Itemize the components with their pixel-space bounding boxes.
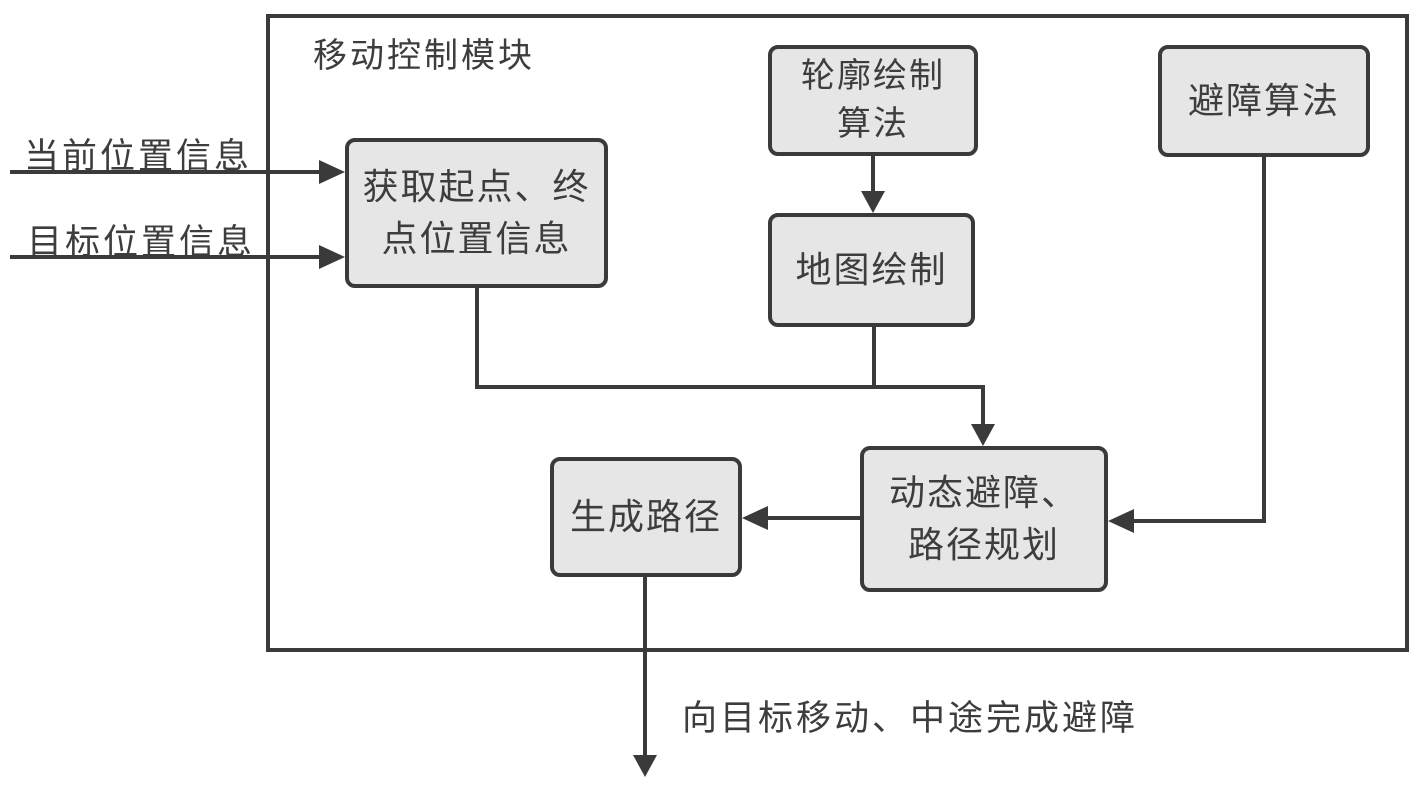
- node-generate-path: 生成路径: [550, 457, 742, 577]
- node-map-drawing: 地图绘制: [768, 213, 975, 327]
- arrowhead-obstacle-to-avoidance-icon: [1108, 509, 1134, 533]
- arrowhead-output-icon: [633, 755, 657, 777]
- node-obstacle-algorithm: 避障算法: [1158, 45, 1370, 157]
- connector-avoidance-to-path-line: [766, 516, 860, 520]
- module-frame: [266, 14, 1409, 652]
- node-contour-algorithm: 轮廓绘制 算法: [768, 45, 978, 156]
- arrowhead-target-position-icon: [319, 245, 345, 269]
- connector-contour-to-map-line: [871, 156, 875, 194]
- connector-map-down-line: [872, 327, 876, 389]
- connector-obstacle-down-line: [1262, 157, 1266, 523]
- output-label: 向目标移动、中途完成避障: [682, 699, 1139, 738]
- connector-merge-down-line: [981, 385, 985, 425]
- module-title: 移动控制模块: [313, 37, 535, 75]
- node-get-position: 获取起点、终 点位置信息: [345, 138, 608, 288]
- arrowhead-current-position-icon: [319, 160, 345, 184]
- connector-current-position-line: [10, 170, 320, 174]
- connector-target-position-line: [10, 255, 320, 259]
- arrowhead-contour-to-map-icon: [861, 191, 885, 213]
- arrowhead-merge-to-avoidance-icon: [971, 424, 995, 446]
- node-dynamic-avoidance: 动态避障、 路径规划: [860, 446, 1108, 592]
- arrowhead-avoidance-to-path-icon: [742, 506, 768, 530]
- connector-output-line: [643, 577, 647, 757]
- connector-obstacle-horizontal-line: [1132, 519, 1266, 523]
- connector-merge-horizontal-line: [475, 385, 985, 389]
- connector-getposition-down-line: [475, 288, 479, 389]
- input-label-current-position: 当前位置信息: [24, 137, 253, 176]
